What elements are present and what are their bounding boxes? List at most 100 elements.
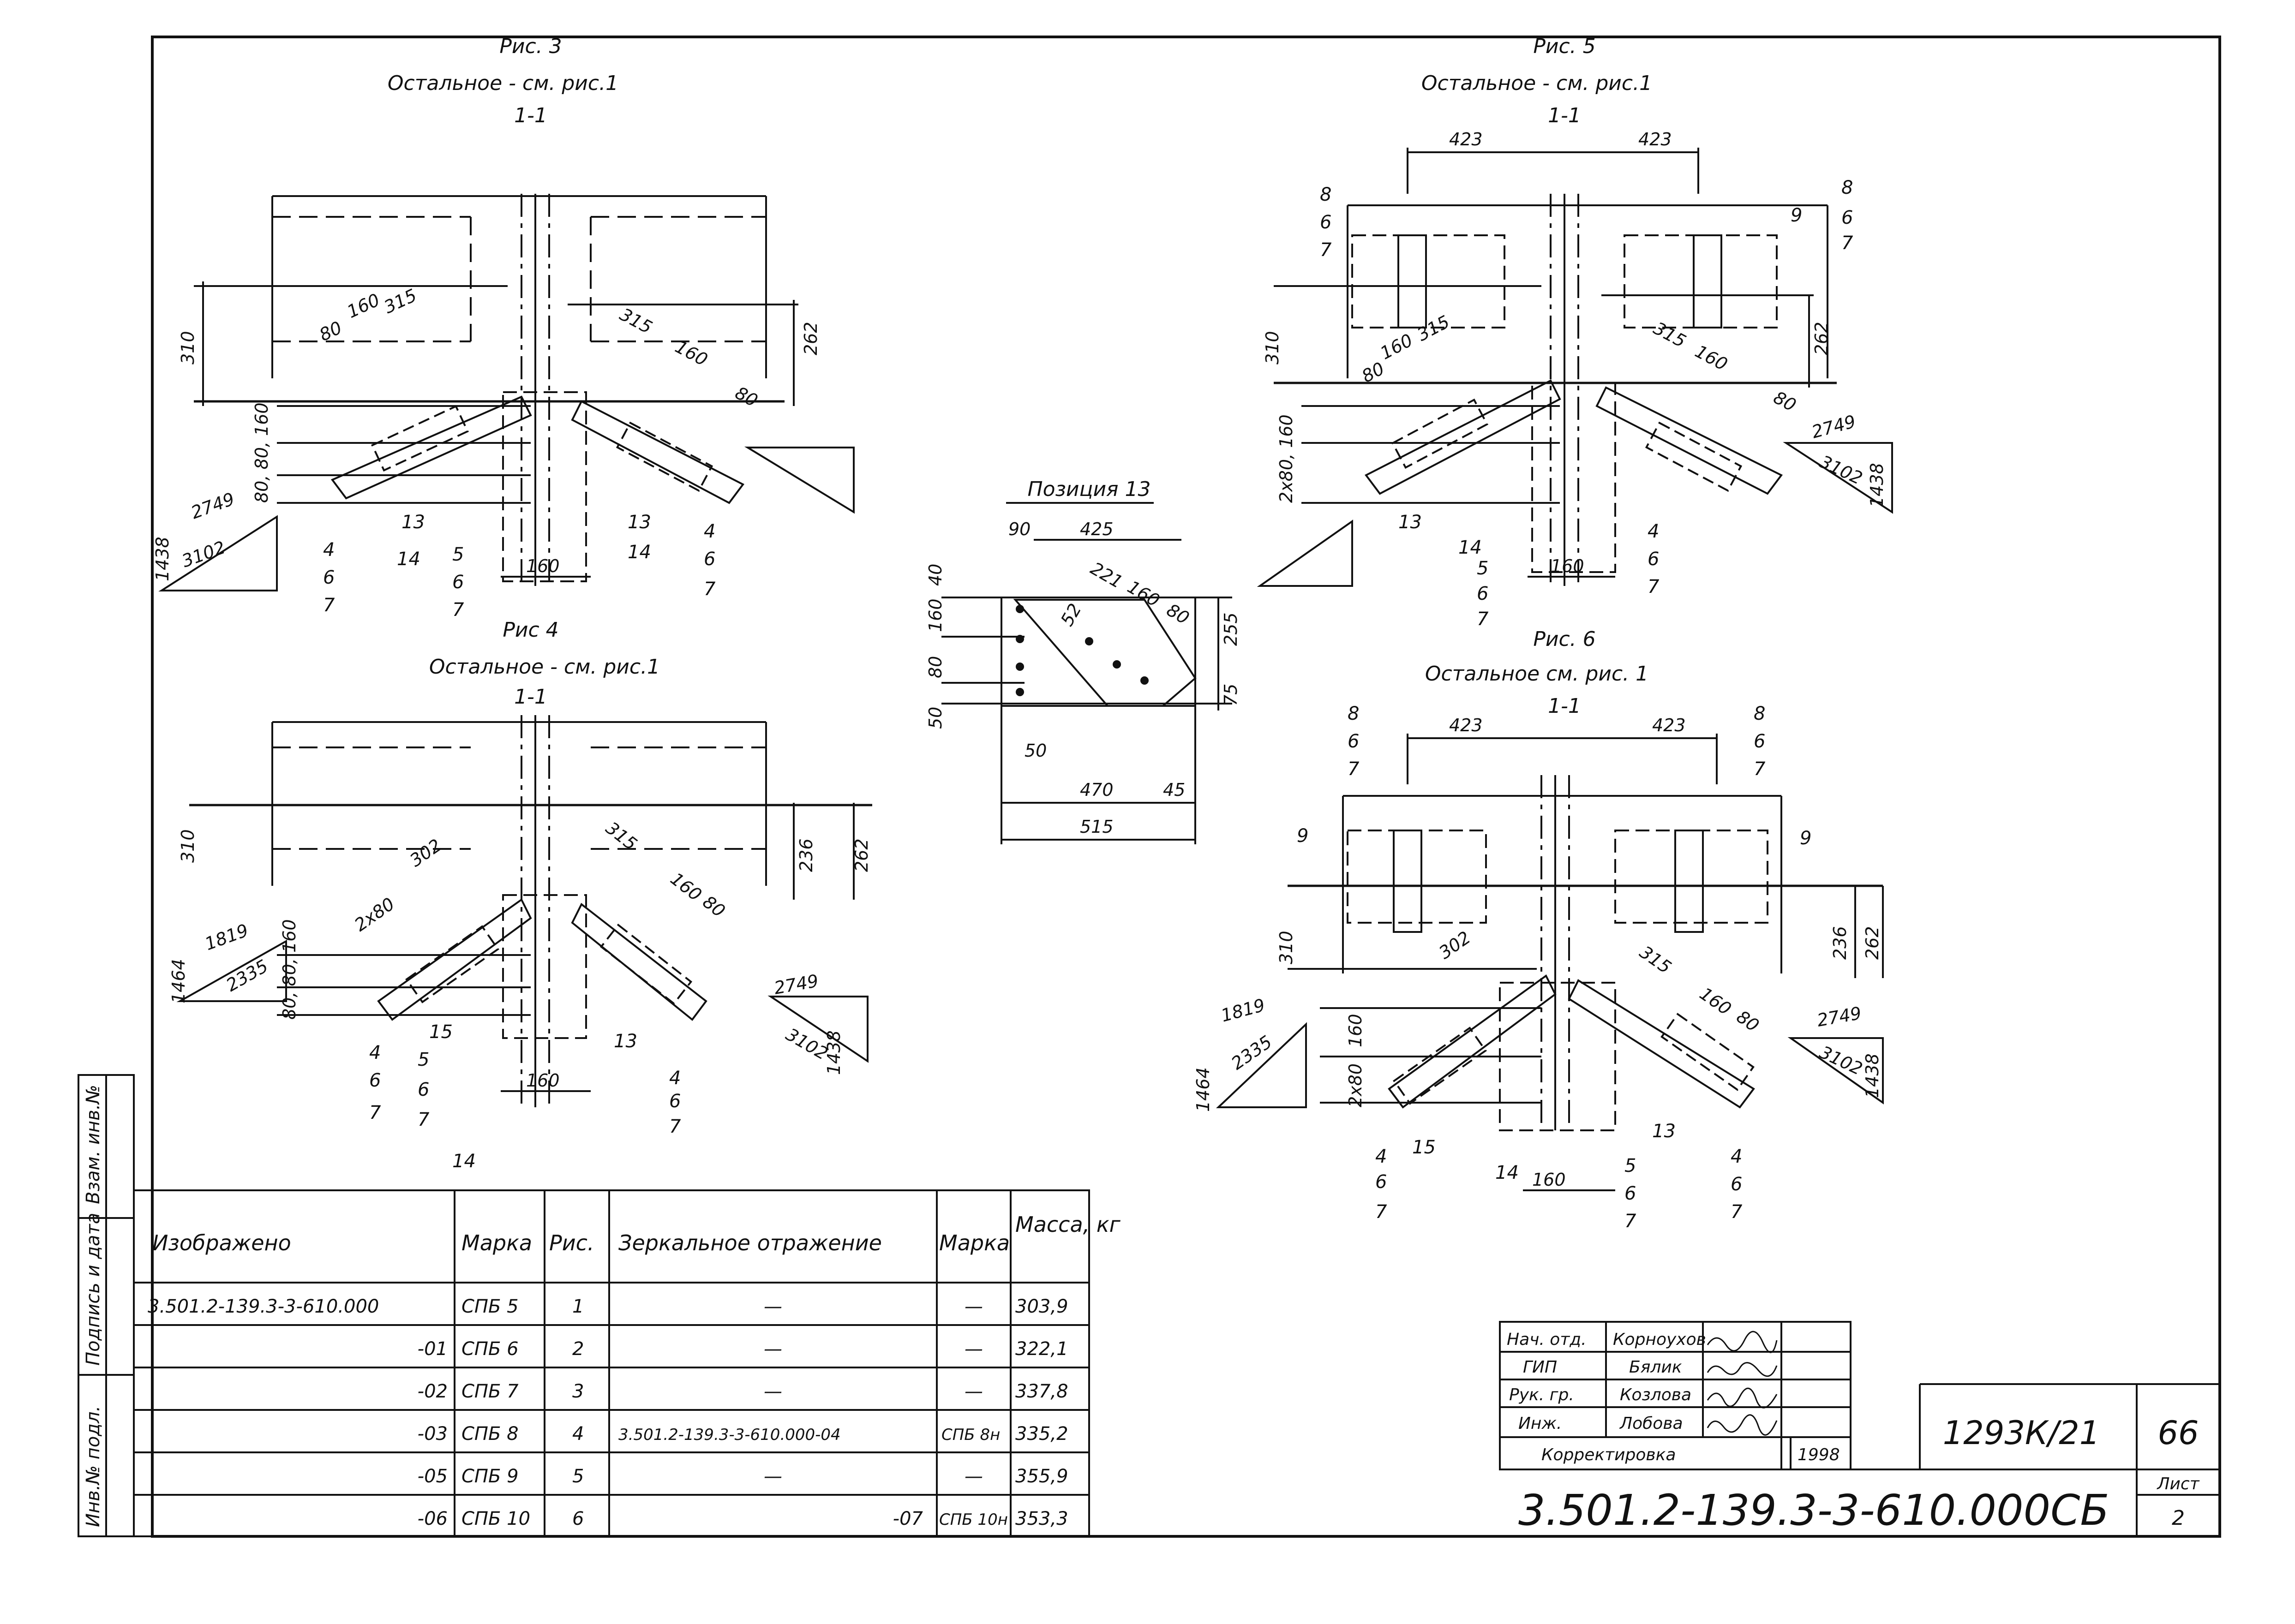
- dim: 45: [1163, 780, 1185, 800]
- table-row: -06 СПБ 10 6 -07 СПБ 10н 353,3: [418, 1508, 1068, 1529]
- callout: 7: [1348, 758, 1360, 780]
- figure-4-section: 1-1: [514, 685, 547, 709]
- figure-5: [1257, 148, 1893, 587]
- cell: -07: [893, 1508, 923, 1529]
- cell: 6: [572, 1508, 584, 1529]
- figure-5-callouts: 8 6 7 8 6 7 9 13 14 5 6 7 4 6 7: [1320, 177, 1853, 630]
- cell: -05: [418, 1466, 448, 1487]
- signatures: [1707, 1331, 1778, 1436]
- figure-3-text: Рис. 3 Остальное - см. рис.1 1-1: [388, 35, 618, 127]
- cell: 335,2: [1015, 1423, 1068, 1445]
- table-row: -03 СПБ 8 4 3.501.2-139.3-3-610.000-04 С…: [418, 1423, 1068, 1445]
- callout: 7: [1320, 239, 1332, 261]
- cell: 4: [572, 1423, 584, 1445]
- callout: 6: [418, 1079, 429, 1100]
- callout: 6: [1320, 212, 1331, 233]
- dim: 262: [801, 322, 821, 355]
- specification-table: [133, 1189, 1090, 1537]
- callout: 6: [1841, 207, 1853, 228]
- document-code: 3.501.2-139.3-3-610.000СБ: [1518, 1486, 2109, 1535]
- cell: —: [965, 1381, 983, 1402]
- sheet-label: Лист: [2156, 1475, 2199, 1493]
- table-row: -05 СПБ 9 5 — — 355,9: [418, 1466, 1068, 1487]
- figure-6: [1216, 734, 1884, 1191]
- callout: 6: [1754, 731, 1765, 752]
- dim: 80: [925, 656, 946, 678]
- callout: 13: [401, 512, 425, 533]
- figure-3-title: Рис. 3: [499, 35, 562, 58]
- callout: 7: [323, 595, 335, 616]
- signer-name: Корноухов: [1613, 1330, 1706, 1349]
- dim: 80, 80, 160: [279, 919, 300, 1020]
- callout: 15: [1412, 1137, 1436, 1158]
- dim: 160: [925, 598, 946, 632]
- table-row: -01 СПБ 6 2 — — 322,1: [418, 1338, 1068, 1360]
- dim: 425: [1080, 519, 1114, 539]
- position-13-title: Позиция 13: [1028, 478, 1151, 501]
- cell: СПБ 6: [461, 1338, 519, 1360]
- callout: 9: [1297, 825, 1308, 847]
- dim: 160: [1551, 556, 1584, 576]
- dim: 2x80: [1345, 1063, 1366, 1107]
- dim: 310: [1262, 331, 1282, 364]
- stamp-replace-inv: Взам. инв.№: [83, 1085, 104, 1204]
- dim: 160: [526, 1070, 560, 1091]
- figure-4-note: Остальное - см. рис.1: [429, 655, 660, 679]
- dim: 40: [925, 564, 946, 586]
- cell: —: [764, 1338, 782, 1360]
- dim: 1464: [168, 959, 189, 1003]
- callout: 7: [1375, 1201, 1387, 1223]
- figure-4: [176, 715, 872, 1107]
- dim: 310: [1276, 931, 1296, 964]
- header-fig: Рис.: [549, 1230, 594, 1255]
- cell: 3: [572, 1381, 584, 1402]
- header-mass: Масса, кг: [1015, 1212, 1121, 1237]
- figure-4-title: Рис 4: [503, 618, 558, 642]
- figure-6-title: Рис. 6: [1533, 627, 1595, 651]
- signer-name: Лобова: [1619, 1414, 1683, 1433]
- callout: 7: [1841, 233, 1853, 254]
- dim: 423: [1449, 715, 1483, 735]
- cell: -01: [418, 1338, 448, 1360]
- figure-6-callouts: 8 6 7 8 6 7 9 9 4 6 7 15 14 13 5 6 7 4 6…: [1297, 703, 1811, 1232]
- callout: 4: [1648, 521, 1659, 542]
- dim: 310: [178, 829, 198, 863]
- callout: 13: [614, 1031, 637, 1052]
- callout: 14: [452, 1151, 476, 1172]
- callout: 13: [1652, 1121, 1676, 1142]
- figure-6-text: Рис. 6 Остальное см. рис. 1 1-1: [1425, 627, 1648, 718]
- cell: 322,1: [1015, 1338, 1068, 1360]
- correction-label: Корректировка: [1541, 1445, 1676, 1464]
- dim: 90: [1008, 519, 1031, 539]
- callout: 7: [1624, 1211, 1636, 1232]
- figure-3-section: 1-1: [514, 104, 547, 127]
- callout: 6: [704, 549, 715, 570]
- dim: 160: [1532, 1170, 1566, 1190]
- dim: 1438: [152, 537, 173, 581]
- cell: -03: [418, 1423, 448, 1445]
- callout: 7: [1754, 758, 1766, 780]
- callout: 6: [1477, 583, 1488, 604]
- dim: 50: [1025, 740, 1047, 761]
- cell: -06: [418, 1508, 448, 1529]
- dim: 236: [1830, 926, 1850, 960]
- callout: 7: [452, 599, 464, 621]
- header-depicted: Изображено: [152, 1230, 291, 1255]
- cell: -02: [418, 1381, 448, 1402]
- title-block: [1499, 1321, 2220, 1536]
- figure-6-section: 1-1: [1548, 694, 1581, 718]
- archive-number: 1293К/21: [1943, 1414, 2100, 1452]
- correction-year: 1998: [1798, 1445, 1840, 1464]
- callout: 15: [429, 1021, 453, 1043]
- position-13: [941, 502, 1232, 844]
- table-rows: 3.501.2-139.3-3-610.000 СПБ 5 1 — — 303,…: [148, 1296, 1068, 1529]
- dim: 2x80, 160: [1276, 414, 1296, 503]
- dim: 1438: [824, 1030, 844, 1075]
- callout: 7: [418, 1109, 430, 1130]
- dim: 470: [1080, 780, 1114, 800]
- callout: 8: [1841, 177, 1853, 198]
- callout: 5: [1624, 1155, 1636, 1176]
- signer-role: ГИП: [1523, 1358, 1557, 1377]
- stamp-signature-date: Подпись и дата: [83, 1213, 104, 1366]
